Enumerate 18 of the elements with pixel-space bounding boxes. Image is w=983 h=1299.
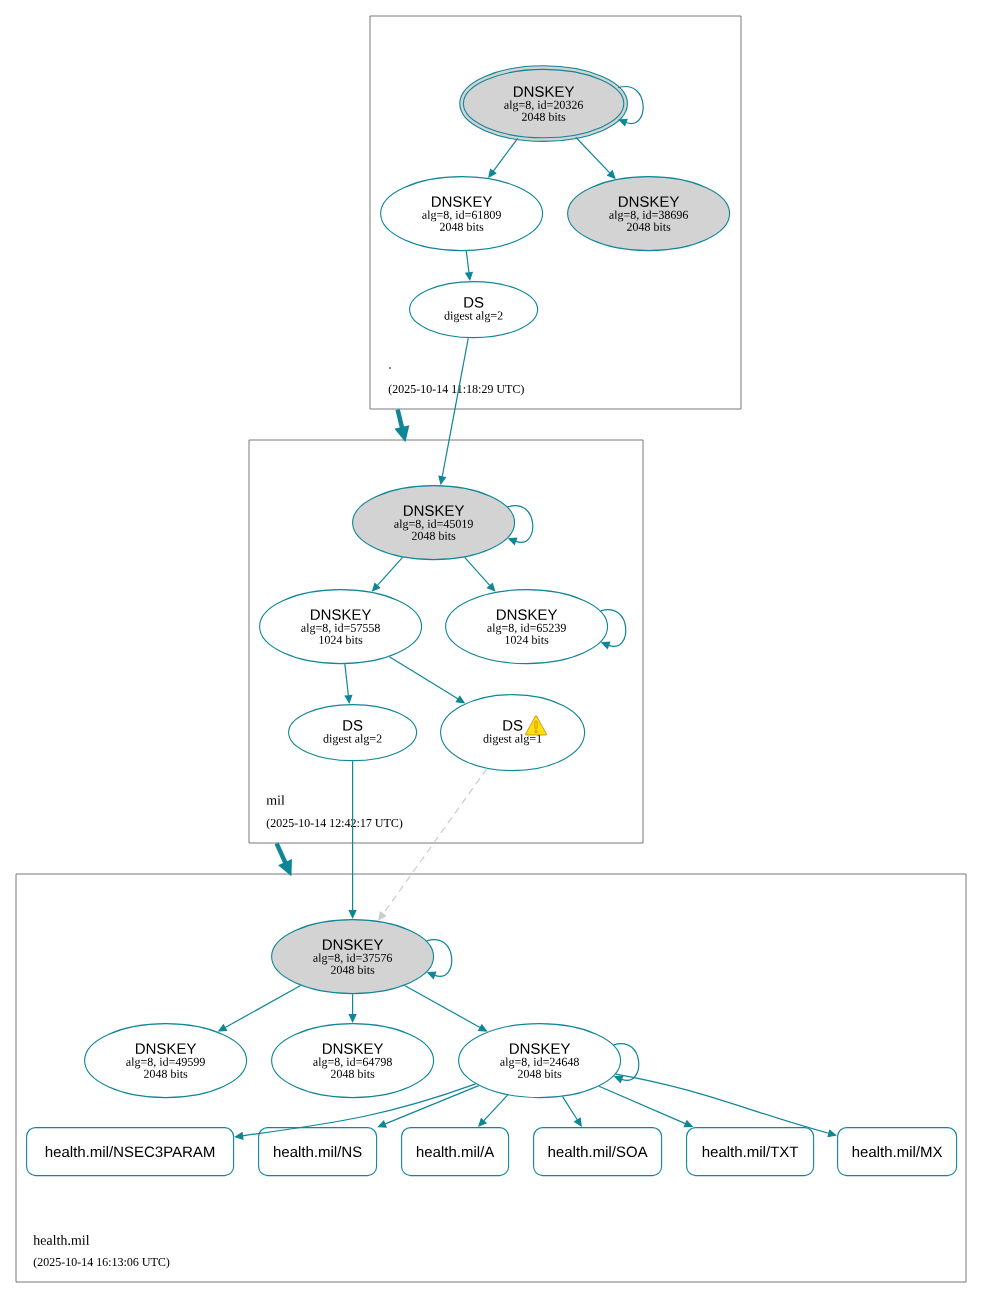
arrow [348,760,357,919]
arrow [378,768,488,921]
arrow [348,993,357,1023]
record-box: health.mil/SOA [533,1127,663,1177]
record-box: health.mil/NSEC3PARAM [26,1127,235,1177]
record-box: health.mil/MX [837,1127,958,1177]
record-box: health.mil/A [401,1127,510,1177]
self-loop-arrow [600,609,627,650]
self-loop-arrow [426,939,453,980]
record-box: health.mil/TXT [686,1127,815,1177]
arrow [561,1096,582,1127]
arrow [615,1073,837,1138]
record-box: health.mil/NS [258,1127,378,1177]
self-loop-arrow [613,1043,640,1084]
self-loop-arrow [507,505,534,546]
arrow [464,556,496,592]
self-loop-arrow [617,85,644,127]
arrow [377,1085,480,1128]
